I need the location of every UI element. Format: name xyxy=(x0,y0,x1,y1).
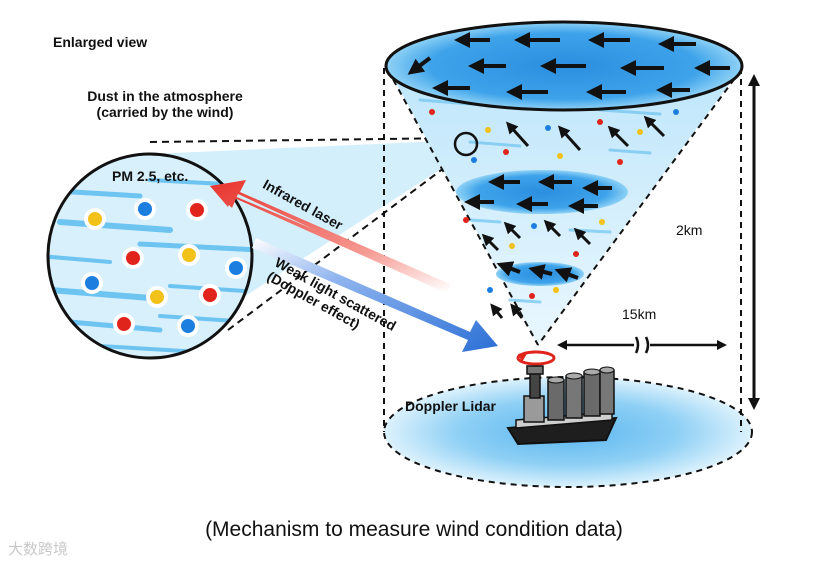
dust-particle-icon xyxy=(177,315,199,337)
wind-arrow-icon xyxy=(643,115,666,138)
wind-arrows-cone xyxy=(481,115,666,319)
ship-icon xyxy=(506,366,618,446)
pm-label: PM 2.5, etc. xyxy=(112,168,189,184)
dust-particle-icon xyxy=(199,284,221,306)
dust-particle-icon xyxy=(463,217,469,223)
dust-particle-icon xyxy=(134,198,156,220)
dust-particle-icon xyxy=(471,157,477,163)
dust-particle-icon xyxy=(429,109,435,115)
dust-particle-icon xyxy=(146,286,168,308)
wind-arrow-icon xyxy=(607,125,630,148)
watermark: 大数跨境 xyxy=(8,541,69,558)
distance-arrow xyxy=(557,336,727,354)
dust-particle-icon xyxy=(84,208,106,230)
dust-particle-icon xyxy=(487,287,493,293)
lidar-scanner-icon xyxy=(526,365,544,399)
wind-arrows-middle xyxy=(464,174,612,283)
cone-edge-left xyxy=(387,69,539,346)
dust-label: Dust in the atmosphere (carried by the w… xyxy=(40,88,290,120)
wind-arrow-icon xyxy=(496,261,521,277)
zoom-line-top xyxy=(149,137,463,143)
dust-particle-icon xyxy=(599,219,605,225)
cone-edge-right xyxy=(537,69,742,346)
dust-particle-icon xyxy=(509,243,515,249)
wind-arrow-icon xyxy=(505,121,530,148)
dust-particle-icon xyxy=(597,119,603,125)
infrared-laser-arrow-body xyxy=(210,180,450,292)
wind-arrow-icon xyxy=(557,125,582,152)
sea-boundary xyxy=(383,376,753,488)
dust-particle-icon xyxy=(122,247,144,269)
figure-caption: (Mechanism to measure wind condition dat… xyxy=(205,518,623,541)
rotation-arrowhead xyxy=(518,352,528,362)
dust-particle-icon xyxy=(545,125,551,131)
wind-arrow-icon xyxy=(510,303,524,319)
rotation-icon xyxy=(516,350,556,366)
dust-particle-icon xyxy=(485,127,491,133)
wind-arrow-icon xyxy=(528,264,553,280)
dust-label-line1: Dust in the atmosphere xyxy=(87,88,243,104)
wind-arrow-icon xyxy=(490,303,504,319)
dust-particle-icon xyxy=(178,244,200,266)
dust-particle-icon xyxy=(557,153,563,159)
dust-particle-icon xyxy=(637,129,643,135)
dust-label-line2: (carried by the wind) xyxy=(96,104,234,121)
wind-arrow-icon xyxy=(573,227,592,246)
wind-arrows-top xyxy=(407,32,730,100)
wind-layer-middle xyxy=(456,170,628,214)
dust-particle-icon xyxy=(673,109,679,115)
wind-arrow-icon xyxy=(481,233,500,252)
doppler-lidar-label: Doppler Lidar xyxy=(405,398,497,414)
scattered-light-arrow xyxy=(252,238,498,352)
dust-particle-icon xyxy=(186,199,208,221)
cone-particles xyxy=(429,109,679,299)
zoom-target xyxy=(453,131,479,157)
magnified-view xyxy=(46,152,254,360)
infrared-laser-arrow xyxy=(210,184,446,292)
dust-particle-icon xyxy=(225,257,247,279)
dust-particle-icon xyxy=(553,287,559,293)
wind-arrow-icon xyxy=(554,267,579,283)
enlarged-view-label: Enlarged view xyxy=(53,34,148,50)
distance-label: 15km xyxy=(622,306,657,322)
dust-particle-icon xyxy=(503,149,509,155)
dust-particle-icon xyxy=(113,313,135,335)
wind-arrow-icon xyxy=(543,219,562,238)
dust-particle-icon xyxy=(573,251,579,257)
dust-particle-icon xyxy=(617,159,623,165)
dust-particle-icon xyxy=(81,272,103,294)
wind-arrow-icon xyxy=(407,56,432,75)
dust-particle-icon xyxy=(531,223,537,229)
dust-particle-icon xyxy=(529,293,535,299)
cone-streaks xyxy=(418,98,662,304)
height-label: 2km xyxy=(676,222,703,238)
wind-arrow-icon xyxy=(503,221,522,240)
